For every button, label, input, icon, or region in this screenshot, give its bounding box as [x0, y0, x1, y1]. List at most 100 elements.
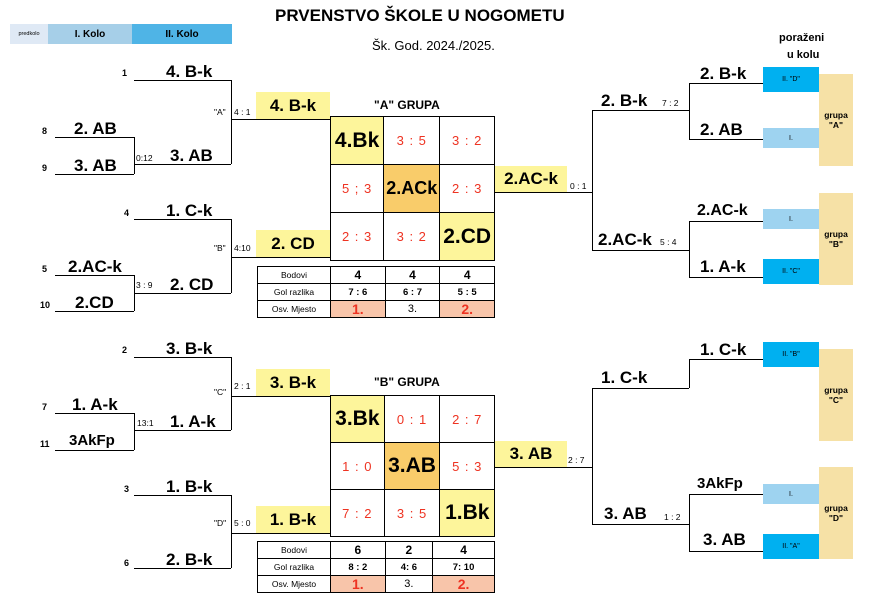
- group-entry: 2. CD: [256, 230, 330, 257]
- group-entry: 3. B-k: [256, 369, 330, 396]
- seed-number: 2: [122, 345, 128, 355]
- group-entry: 4. B-k: [256, 92, 330, 119]
- match-score: 13:1: [137, 418, 154, 428]
- loser-slot: II. "A": [763, 534, 819, 559]
- stat-label: Osv. Mjesto: [257, 575, 331, 593]
- team-name: 3AkFp: [697, 475, 743, 492]
- group-b-standings: Bodovi 6 2 4 Gol razlika 8 : 2 4: 6 7: 1…: [257, 541, 495, 593]
- rank-value: 3.: [384, 575, 434, 593]
- seed-number: 8: [42, 126, 48, 136]
- season-subtitle: Šk. God. 2024./2025.: [372, 38, 495, 53]
- stat-label: Gol razlika: [257, 283, 331, 301]
- points-value: 4: [330, 266, 386, 284]
- legend-round-1: I. Kolo: [48, 24, 132, 44]
- seed-number: 4: [124, 208, 130, 218]
- team-name: 2.AC-k: [68, 257, 122, 276]
- team-name: 1. C-k: [601, 368, 648, 387]
- group-slot-label: grupa: [824, 385, 848, 395]
- match-score: 4 : 1: [234, 107, 251, 117]
- team-name: 3. AB: [604, 504, 647, 523]
- group-a-matrix: 4.Bk 3 : 5 3 : 2 5 ; 3 2.ACk 2 : 3 2 : 3…: [329, 116, 495, 261]
- seed-number: 9: [42, 163, 48, 173]
- goal-diff: 4: 6: [384, 558, 434, 576]
- group-slot-letter: "A": [828, 120, 844, 130]
- group-team-cell: 2.ACk: [383, 164, 441, 213]
- team-name: 3. AB: [170, 146, 213, 165]
- team-name: 3. AB: [74, 156, 117, 175]
- points-value: 4: [384, 266, 441, 284]
- group-slot-label: grupa: [824, 110, 848, 120]
- group-team-cell: 4.Bk: [329, 116, 385, 165]
- team-name: 1. A-k: [72, 395, 118, 414]
- group-label: "D": [214, 518, 227, 528]
- team-name: 4. B-k: [166, 62, 213, 81]
- losers-heading-2: u kolu: [787, 49, 820, 61]
- team-name: 3. B-k: [166, 339, 213, 358]
- group-slot-d: grupa"D": [819, 467, 853, 559]
- points-value: 6: [330, 541, 386, 559]
- team-name: 2. CD: [170, 275, 214, 294]
- stat-label: Bodovi: [257, 266, 331, 284]
- match-score: 5 : 4: [660, 237, 677, 247]
- rank-value: 1.: [330, 575, 386, 593]
- team-name: 2. B-k: [700, 64, 747, 83]
- group-b-matrix: 3.Bk 0 : 1 2 : 7 1 : 0 3.AB 5 : 3 7 : 2 …: [330, 395, 495, 537]
- seed-number: 10: [40, 300, 51, 310]
- team-name: 1. C-k: [166, 201, 213, 220]
- group-slot-label: grupa: [824, 503, 848, 513]
- group-a-title: "A" GRUPA: [374, 98, 440, 112]
- team-name: 3. AB: [703, 530, 746, 549]
- goal-diff: 6 : 7: [384, 283, 441, 301]
- result-cell: 5 ; 3: [329, 164, 385, 213]
- seed-number: 3: [124, 484, 130, 494]
- group-slot-c: grupa"C": [819, 349, 853, 441]
- match-score: 0 : 1: [570, 181, 587, 191]
- team-name: 2. B-k: [166, 550, 213, 569]
- group-winner: 3. AB: [495, 441, 567, 467]
- result-cell: 2 : 3: [329, 212, 385, 261]
- match-score: 1 : 2: [664, 512, 681, 522]
- group-entry: 1. B-k: [256, 506, 330, 533]
- seed-number: 6: [124, 558, 130, 568]
- team-name: 1. C-k: [700, 340, 747, 359]
- result-cell: 7 : 2: [330, 489, 385, 537]
- group-label: "C": [214, 387, 227, 397]
- result-cell: 5 : 3: [439, 442, 495, 490]
- team-name: 2.AC-k: [598, 230, 652, 249]
- goal-diff: 8 : 2: [330, 558, 386, 576]
- match-score: 5 : 0: [234, 518, 251, 528]
- match-score: 4:10: [234, 243, 251, 253]
- points-value: 4: [432, 541, 495, 559]
- stat-label: Gol razlika: [257, 558, 331, 576]
- group-slot-letter: "D": [828, 513, 844, 523]
- rank-value: 1.: [330, 300, 386, 318]
- seed-number: 11: [40, 439, 50, 449]
- team-name: 2.AC-k: [697, 202, 748, 219]
- match-score: 7 : 2: [662, 98, 679, 108]
- group-team-cell: 3.AB: [383, 442, 441, 490]
- team-name: 1. B-k: [166, 477, 213, 496]
- seed-number: 7: [42, 402, 48, 412]
- result-cell: 3 : 5: [383, 489, 441, 537]
- group-slot-letter: "C": [828, 395, 844, 405]
- team-name: 2. AB: [700, 120, 743, 139]
- loser-slot: I.: [763, 128, 819, 148]
- loser-slot: II. "C": [763, 259, 819, 284]
- result-cell: 0 : 1: [383, 395, 441, 443]
- loser-slot: I.: [763, 484, 819, 504]
- group-slot-a: grupa"A": [819, 74, 853, 166]
- result-cell: 1 : 0: [330, 442, 385, 490]
- match-score: 0:12: [136, 153, 153, 163]
- group-slot-label: grupa: [824, 229, 848, 239]
- match-score: 2 : 1: [234, 381, 251, 391]
- points-value: 2: [384, 541, 434, 559]
- rank-value: 3.: [384, 300, 441, 318]
- group-a-standings: Bodovi 4 4 4 Gol razlika 7 : 6 6 : 7 5 :…: [257, 266, 495, 318]
- team-name: 1. A-k: [700, 257, 746, 276]
- goal-diff: 7: 10: [432, 558, 495, 576]
- group-slot-letter: "B": [828, 239, 844, 249]
- result-cell: 2 : 7: [439, 395, 495, 443]
- goal-diff: 5 : 5: [439, 283, 495, 301]
- stat-label: Bodovi: [257, 541, 331, 559]
